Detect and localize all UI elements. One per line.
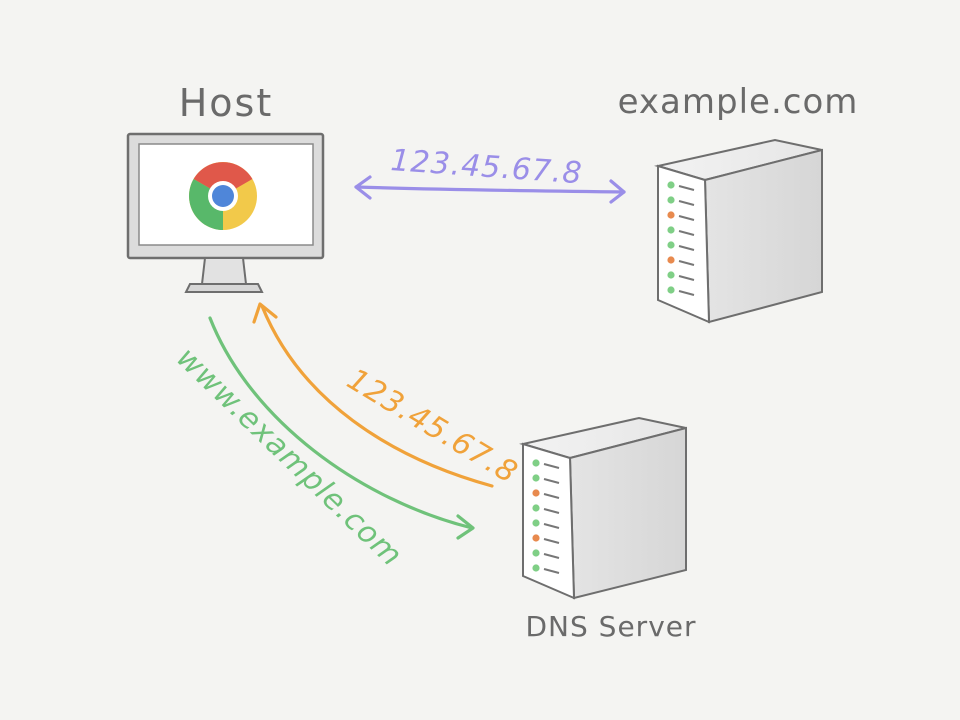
example-server-icon <box>654 138 823 324</box>
dns-server-icon <box>519 416 687 600</box>
server-led-rows <box>667 181 695 296</box>
example-server-label: example.com <box>618 82 859 122</box>
chrome-browser-icon <box>189 162 257 230</box>
ip-address-label-top: 123.45.67.8 <box>389 143 583 191</box>
host-label: Host <box>179 81 274 125</box>
ip-address-label-dns-response: 123.45.67.8 <box>341 362 524 491</box>
dns-response-arrow <box>252 302 494 488</box>
dns-server-label: DNS Server <box>526 610 697 643</box>
host-server-connection-arrow <box>354 175 626 204</box>
server-led-rows <box>532 459 560 574</box>
dns-query-arrow <box>208 316 475 540</box>
